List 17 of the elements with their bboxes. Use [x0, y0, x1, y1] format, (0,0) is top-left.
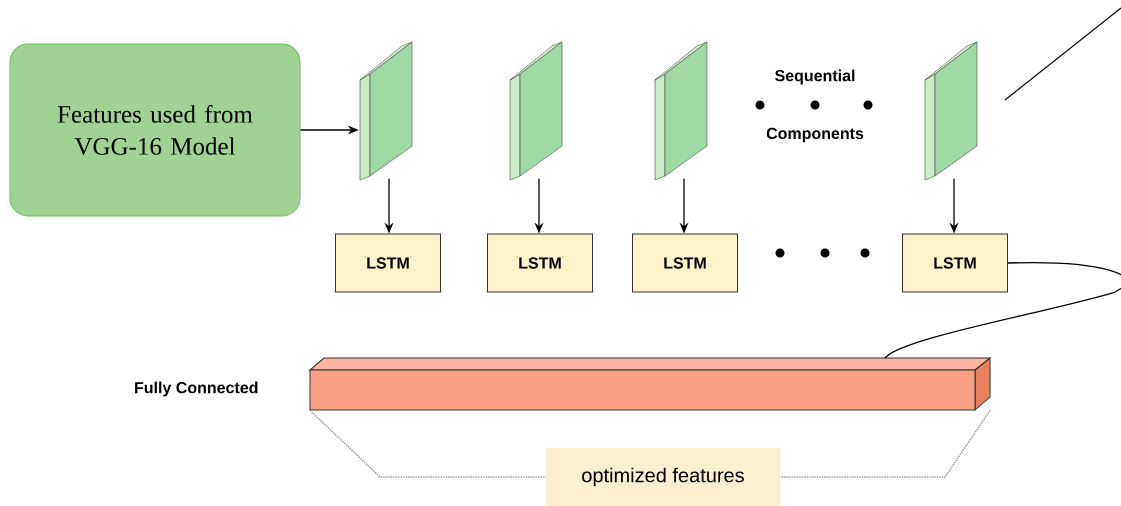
feature-map-slab [359, 41, 413, 181]
sequence-label: Components [766, 127, 864, 143]
dotted-line [309, 409, 547, 478]
curve-line [884, 261, 1121, 359]
dotted-line [779, 409, 991, 478]
feature-map-slab [924, 41, 978, 181]
feature-map-slab [654, 41, 708, 181]
fully-connected-bar [309, 357, 991, 411]
lstm-box: LSTM [902, 233, 1008, 293]
layer-label: Fully Connected [135, 381, 258, 397]
lstm-box: LSTM [487, 233, 593, 293]
feature-map-slab [509, 41, 563, 181]
lstm-box: LSTM [335, 233, 441, 293]
lstm-box: LSTM [632, 233, 738, 293]
input-box: Features used from VGG-16 Model [9, 43, 301, 217]
sequence-label: Sequential [775, 69, 855, 85]
result-box: optimized features [545, 448, 781, 506]
